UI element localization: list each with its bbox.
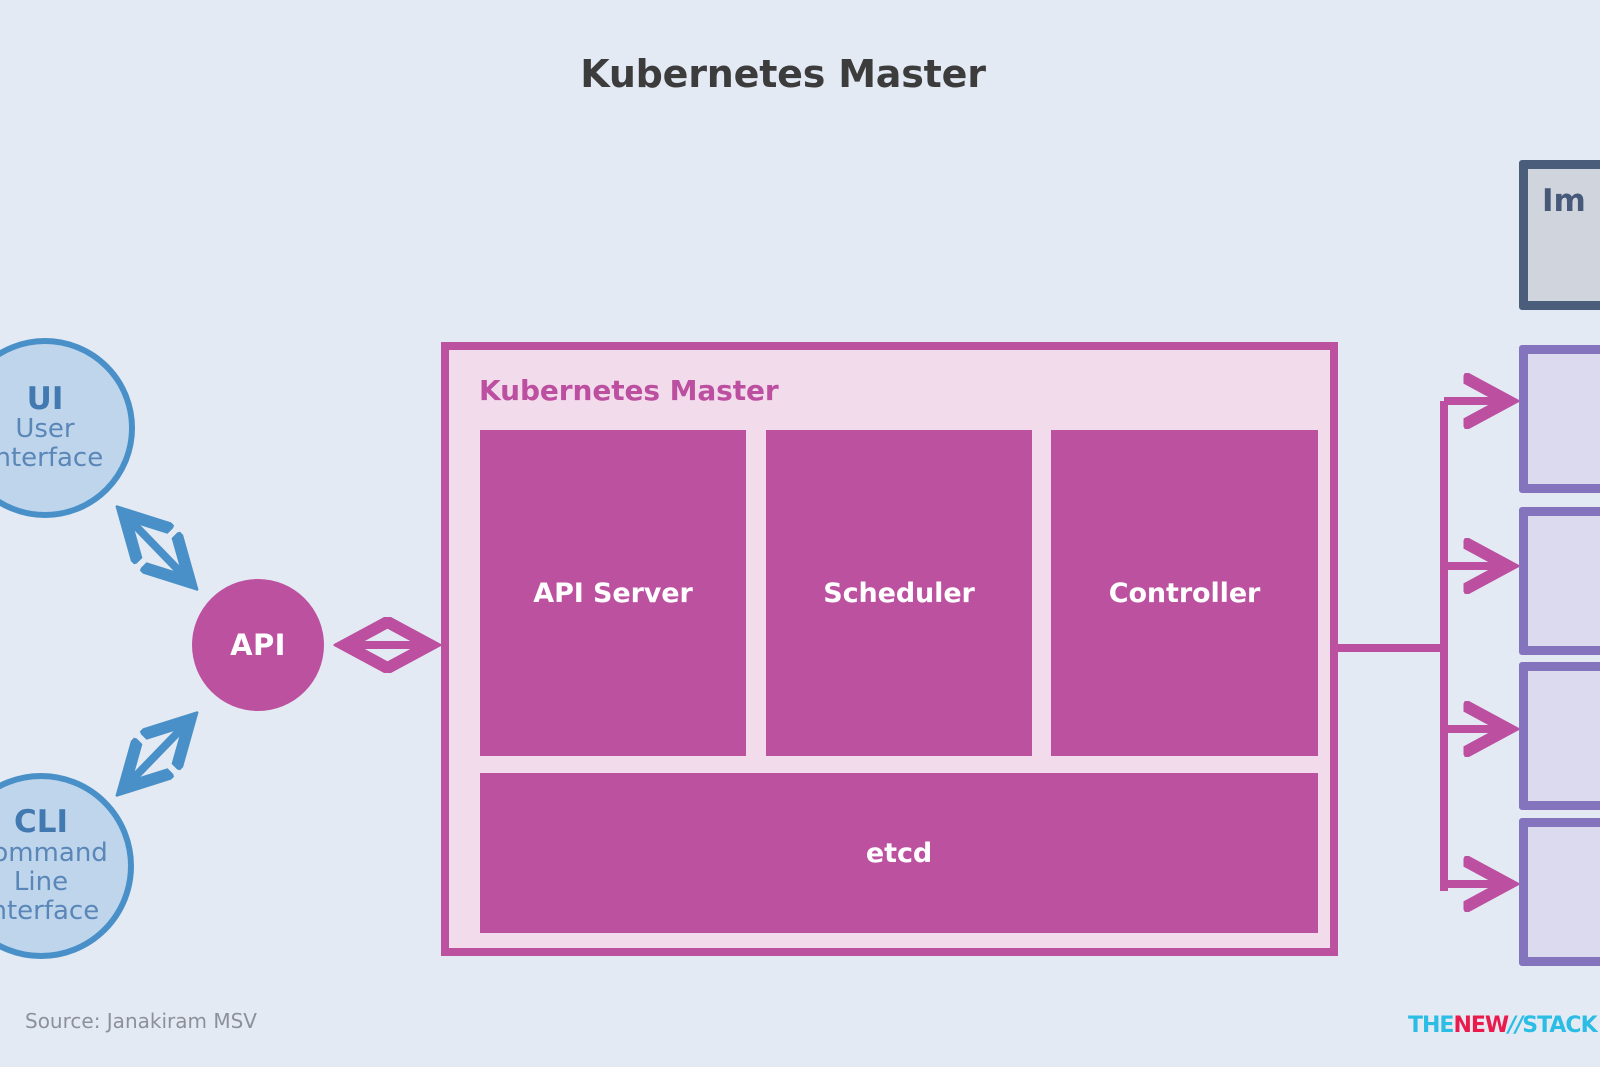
component-scheduler[interactable]: Scheduler [766, 430, 1032, 756]
image-registry-box[interactable]: Im [1519, 160, 1600, 310]
client-node-cli[interactable]: CLI Command Line Interface [0, 773, 134, 959]
logo-part-the: THE [1408, 1013, 1454, 1038]
logo-part-stack: STACK [1522, 1013, 1597, 1038]
component-api-server[interactable]: API Server [480, 430, 746, 756]
master-panel-title: Kubernetes Master [479, 374, 779, 407]
source-attribution: Source: Janakiram MSV [25, 1009, 257, 1033]
api-gateway-label: API [230, 628, 286, 662]
worker-node-1[interactable] [1519, 345, 1600, 493]
client-node-ui[interactable]: UI User Interface [0, 338, 135, 518]
client-ui-line1: User [15, 414, 75, 445]
component-controller-label: Controller [1108, 577, 1261, 609]
component-etcd-label: etcd [865, 837, 933, 869]
worker-node-4[interactable] [1519, 818, 1600, 966]
component-controller[interactable]: Controller [1051, 430, 1318, 756]
client-cli-line3: Interface [0, 895, 100, 926]
client-cli-line2: Line [13, 866, 69, 897]
component-etcd[interactable]: etcd [480, 773, 1318, 933]
component-api-server-label: API Server [533, 577, 693, 609]
client-cli-line1: Command [0, 837, 108, 868]
worker-node-3[interactable] [1519, 662, 1600, 810]
kubernetes-master-panel[interactable]: Kubernetes Master API Server Scheduler C… [441, 342, 1338, 956]
worker-node-2[interactable] [1519, 507, 1600, 655]
page-title: Kubernetes Master [580, 52, 986, 96]
arrow-cli-to-api [126, 722, 188, 786]
logo-part-slashes: // [1508, 1013, 1523, 1038]
arrow-ui-to-api [126, 516, 188, 580]
image-registry-label: Im [1542, 183, 1586, 219]
client-cli-abbr: CLI [13, 804, 69, 841]
thenewstack-logo: THENEW//STACK [1408, 1013, 1598, 1038]
client-ui-line2: Interface [0, 443, 104, 474]
client-ui-abbr: UI [26, 380, 64, 417]
component-scheduler-label: Scheduler [823, 577, 975, 609]
logo-part-new: NEW [1453, 1013, 1509, 1038]
connector-master-to-nodes [1338, 401, 1448, 891]
api-gateway-node[interactable]: API [192, 579, 324, 711]
